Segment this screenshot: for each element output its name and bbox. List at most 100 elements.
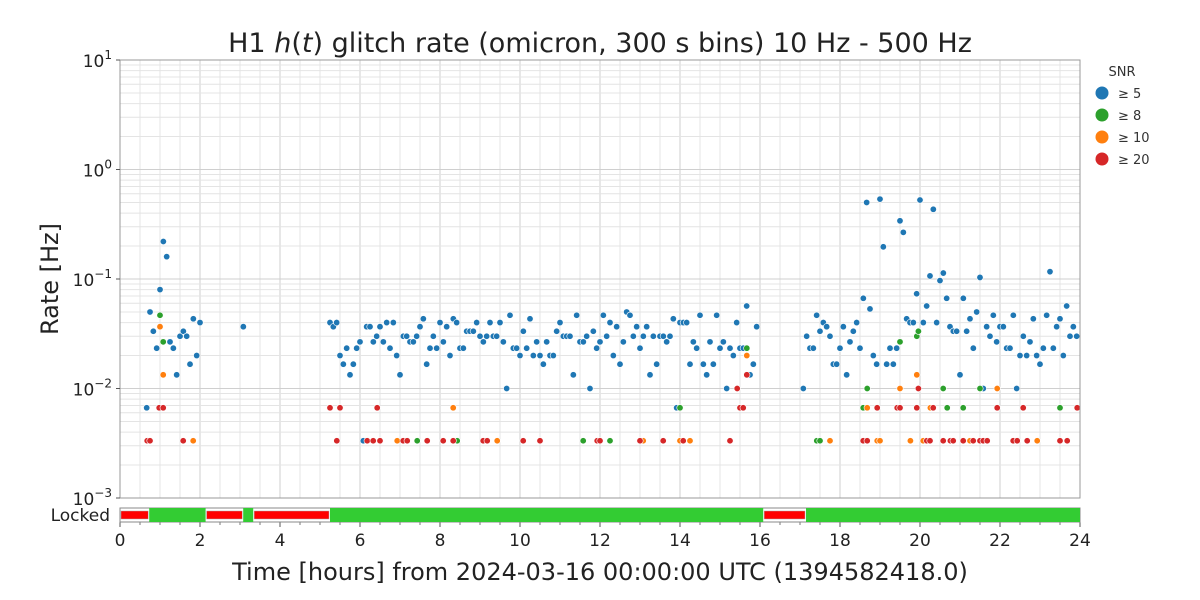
point-snr-5 (699, 360, 707, 368)
point-snr-10 (863, 404, 871, 412)
point-snr-5 (156, 286, 164, 294)
point-snr-5 (143, 404, 151, 412)
point-snr-5 (429, 332, 437, 340)
point-snr-20 (536, 437, 544, 445)
point-snr-5 (1029, 315, 1037, 323)
point-snr-5 (586, 384, 594, 392)
y-tick-label: 100 (83, 158, 112, 182)
point-snr-5 (443, 323, 451, 331)
point-snr-5 (936, 277, 944, 285)
point-snr-5 (876, 195, 884, 203)
point-snr-5 (163, 253, 171, 261)
point-snr-20 (336, 404, 344, 412)
point-snr-5 (373, 332, 381, 340)
y-tick-label: 10−1 (73, 267, 112, 291)
point-snr-5 (799, 384, 807, 392)
point-snr-5 (706, 338, 714, 346)
point-snr-20 (1073, 404, 1081, 412)
y-axis-label: Rate [Hz] (36, 223, 64, 335)
point-snr-5 (879, 243, 887, 251)
point-snr-5 (416, 323, 424, 331)
point-snr-5 (913, 290, 921, 298)
point-snr-5 (1033, 352, 1041, 360)
point-snr-20 (519, 437, 527, 445)
legend-title: SNR (1108, 65, 1135, 80)
point-snr-5 (713, 311, 721, 319)
point-snr-5 (173, 371, 181, 379)
point-snr-5 (1066, 332, 1074, 340)
point-snr-5 (483, 332, 491, 340)
point-snr-20 (1056, 437, 1064, 445)
y-tick-label: 101 (83, 48, 112, 72)
point-snr-5 (433, 344, 441, 352)
point-snr-5 (929, 205, 937, 213)
point-snr-5 (149, 327, 157, 335)
point-snr-5 (353, 344, 361, 352)
point-snr-5 (193, 352, 201, 360)
point-snr-5 (1039, 344, 1047, 352)
point-snr-10 (896, 384, 904, 392)
point-snr-5 (1026, 338, 1034, 346)
point-snr-8 (676, 404, 684, 412)
point-snr-5 (966, 315, 974, 323)
point-snr-5 (973, 308, 981, 316)
point-snr-20 (1023, 437, 1031, 445)
title-paren: ( (291, 28, 302, 59)
point-snr-5 (939, 269, 947, 277)
point-snr-20 (179, 437, 187, 445)
point-snr-5 (513, 344, 521, 352)
state-bar-label: Locked (51, 506, 110, 526)
point-snr-10 (993, 384, 1001, 392)
point-snr-5 (1049, 344, 1057, 352)
point-snr-5 (556, 319, 564, 327)
point-snr-10 (156, 323, 164, 331)
locked-segment (243, 508, 254, 522)
point-snr-5 (166, 338, 174, 346)
point-snr-5 (703, 371, 711, 379)
point-snr-20 (373, 404, 381, 412)
point-snr-5 (1053, 323, 1061, 331)
point-snr-5 (396, 371, 404, 379)
point-snr-10 (743, 352, 751, 360)
point-snr-20 (449, 437, 457, 445)
point-snr-5 (593, 344, 601, 352)
legend-label: ≥ 8 (1118, 109, 1141, 124)
locked-state-bar (119, 507, 1081, 523)
point-snr-5 (653, 360, 661, 368)
point-snr-5 (886, 344, 894, 352)
x-tick-label: 0 (115, 531, 126, 551)
chart-title: H1 h(t) glitch rate (omicron, 300 s bins… (228, 28, 972, 59)
point-snr-5 (349, 360, 357, 368)
point-snr-20 (959, 437, 967, 445)
point-snr-5 (633, 323, 641, 331)
point-snr-5 (486, 319, 494, 327)
legend-marker (1095, 130, 1109, 144)
point-snr-5 (956, 371, 964, 379)
point-snr-8 (943, 404, 951, 412)
point-snr-5 (516, 352, 524, 360)
point-snr-20 (439, 437, 447, 445)
point-snr-20 (949, 437, 957, 445)
point-snr-5 (693, 344, 701, 352)
point-snr-20 (333, 437, 341, 445)
point-snr-5 (159, 238, 167, 246)
x-tick-label: 4 (275, 531, 286, 551)
unlocked-segment (206, 510, 243, 520)
point-snr-5 (333, 319, 341, 327)
legend-label: ≥ 20 (1118, 153, 1150, 168)
point-snr-5 (1016, 352, 1024, 360)
point-snr-10 (449, 404, 457, 412)
point-snr-5 (533, 338, 541, 346)
point-snr-20 (363, 437, 371, 445)
point-snr-5 (553, 327, 561, 335)
point-snr-5 (526, 315, 534, 323)
point-snr-5 (643, 323, 651, 331)
point-snr-5 (836, 344, 844, 352)
point-snr-5 (503, 384, 511, 392)
point-snr-5 (723, 384, 731, 392)
point-snr-5 (1046, 268, 1054, 276)
point-snr-5 (663, 338, 671, 346)
point-snr-10 (876, 437, 884, 445)
point-snr-5 (683, 319, 691, 327)
